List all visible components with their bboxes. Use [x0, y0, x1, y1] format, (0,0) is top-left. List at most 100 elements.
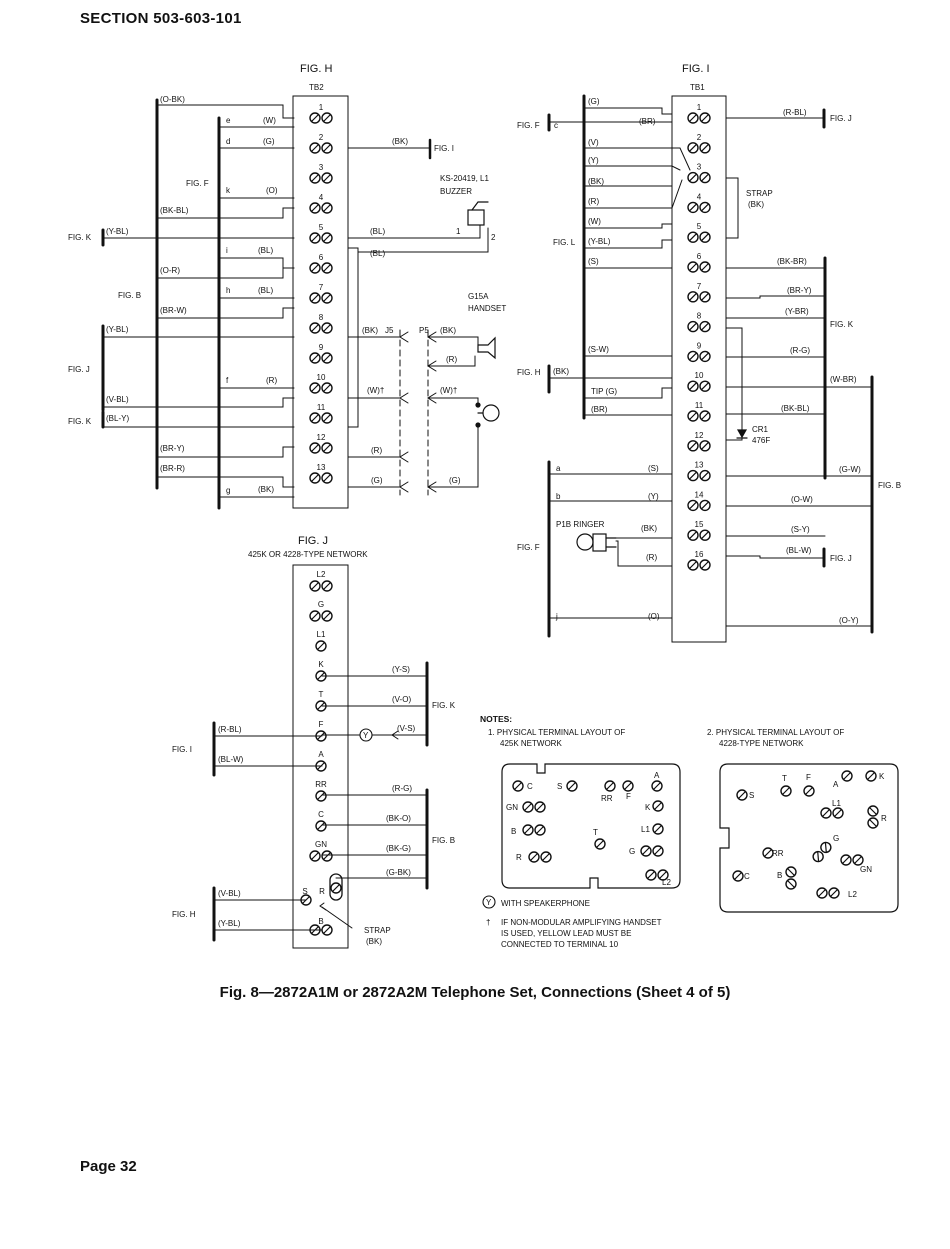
strap-s-r	[329, 873, 343, 901]
tb1-terminal-2	[687, 142, 711, 154]
tb2-terminal-4	[309, 202, 333, 214]
wire-label: (W)†	[440, 386, 457, 395]
wire-label: (R)	[646, 553, 657, 562]
fig-j-wires	[213, 675, 428, 931]
wire-label: (G-W)	[839, 465, 861, 474]
layout-425k-terminal-B	[522, 824, 546, 836]
wire-label: (V)	[588, 138, 599, 147]
layout-425k-labels: C S RR F A GN K B T L1 R G L2	[506, 771, 671, 887]
wire-label: (O-Y)	[839, 616, 859, 625]
ringer-label: P1B RINGER	[556, 520, 605, 529]
tb1-terminal-12	[687, 440, 711, 452]
wire-label: (O-BK)	[160, 95, 185, 104]
tb2-terminal-8	[309, 322, 333, 334]
term-label: C	[527, 782, 533, 791]
wire-label: TIP (G)	[591, 387, 617, 396]
network-terminal-L1	[315, 640, 327, 652]
tb2-terminal-number: 4	[319, 193, 324, 202]
layout-425k-terminal-F	[622, 780, 634, 792]
network-terminal-label: B	[318, 917, 323, 926]
network-terminal-label: S	[302, 887, 307, 896]
layout-4228-terminal-B	[785, 866, 797, 890]
fig-h-wires	[102, 104, 489, 498]
tb2-terminal-3	[309, 172, 333, 184]
diode-cr1	[736, 429, 748, 439]
pin-letter: d	[226, 137, 230, 146]
wire-label: (R-BL)	[783, 108, 807, 117]
tb1-terminal-number: 6	[697, 252, 702, 261]
tb1-terminal-number: 11	[695, 401, 704, 410]
term-label: F	[806, 773, 811, 782]
fig-b-ref: FIG. B	[432, 836, 455, 845]
tb1-terminal-11	[687, 410, 711, 422]
wire-label: (BR)	[639, 117, 656, 126]
pin-letter: e	[226, 116, 231, 125]
tb1-strip	[671, 95, 727, 643]
network-terminal-R	[330, 882, 342, 894]
network-terminal-G	[309, 610, 333, 622]
strap-label: STRAP	[746, 189, 773, 198]
tb1-terminal-5	[687, 231, 711, 243]
handset-type: HANDSET	[468, 304, 506, 313]
speakerphone-note-marker	[482, 895, 496, 909]
fig-j-labels: (Y-S) (V-O) FIG. K (V-S) (R-BL) FIG. I (…	[172, 665, 456, 946]
tb2-strip	[292, 95, 349, 509]
network-terminal-label: GN	[315, 840, 327, 849]
tb2-terminal-number: 2	[319, 133, 324, 142]
tb1-terminal-8	[687, 320, 711, 333]
speakerphone-marker-letter: Y	[363, 731, 369, 740]
tb2-terminal-9	[309, 352, 333, 364]
term-label: G	[629, 847, 635, 856]
wire-label: (BL)	[370, 249, 385, 258]
wire-label: (BK-O)	[386, 814, 411, 823]
wire-label: (G)	[371, 476, 383, 485]
fig-i-labels: (G) (BR) FIG. F c (V) (Y) (BK) (R) (W) F…	[517, 97, 901, 625]
tb1-terminal-number: 8	[697, 312, 702, 321]
wire-label: (BK-BR)	[777, 257, 807, 266]
tb1-terminal-number: 1	[697, 103, 702, 112]
layout-4228-terminal-L1	[820, 807, 844, 819]
wire-label: (Y-S)	[392, 665, 410, 674]
tb2-terminal-number: 1	[319, 103, 324, 112]
network-terminal-label: A	[318, 750, 324, 759]
tb1-terminal-1	[687, 112, 711, 124]
dagger-mark: †	[486, 918, 490, 927]
network-terminal-label: R	[319, 887, 325, 896]
tb1-terminal-number: 16	[695, 550, 704, 559]
tb1-terminal-3	[687, 171, 711, 184]
term-label: R	[881, 814, 887, 823]
tb2-terminal-number: 5	[319, 223, 324, 232]
fig-j-title: FIG. J	[298, 535, 328, 547]
buzzer-pin-2: 2	[491, 233, 496, 242]
tb2-terminal-11	[309, 412, 333, 424]
wire-label: (V-BL)	[218, 889, 241, 898]
term-label: GN	[860, 865, 872, 874]
fig-j-ref: FIG. J	[830, 114, 852, 123]
wire-label: (Y)	[648, 492, 659, 501]
wire-label: (R-BL)	[218, 725, 242, 734]
layout-4228-outline	[719, 763, 899, 913]
fig-h-ref: FIG. H	[517, 368, 541, 377]
wire-label: (G)	[588, 97, 600, 106]
wire-label: (S-W)	[588, 345, 609, 354]
wire-label: (Y-BL)	[588, 237, 611, 246]
wire-label: (BL)	[258, 286, 273, 295]
tb1-terminal-number: 5	[697, 222, 702, 231]
term-label: T	[593, 828, 598, 837]
wire-label: (BK-BL)	[781, 404, 810, 413]
layout-4228-terminal-GN	[840, 854, 864, 866]
dagger-note-3: CONNECTED TO TERMINAL 10	[501, 940, 619, 949]
tb2-terminal-number: 3	[319, 163, 324, 172]
fig-f-ref: FIG. F	[186, 179, 209, 188]
wire-label: (G-BK)	[386, 868, 411, 877]
wire-label: (R)	[446, 355, 457, 364]
wire-label: (S)	[588, 257, 599, 266]
speakerphone-note-letter: Y	[486, 898, 492, 907]
network-terminal-label: T	[319, 690, 324, 699]
tb2-terminal-number: 8	[319, 313, 324, 322]
wire-label: (Y)	[588, 156, 599, 165]
wire-label: (Y-BL)	[218, 919, 241, 928]
note-1-line-1: 1. PHYSICAL TERMINAL LAYOUT OF	[488, 728, 625, 737]
layout-4228-terminal-C	[732, 870, 744, 882]
